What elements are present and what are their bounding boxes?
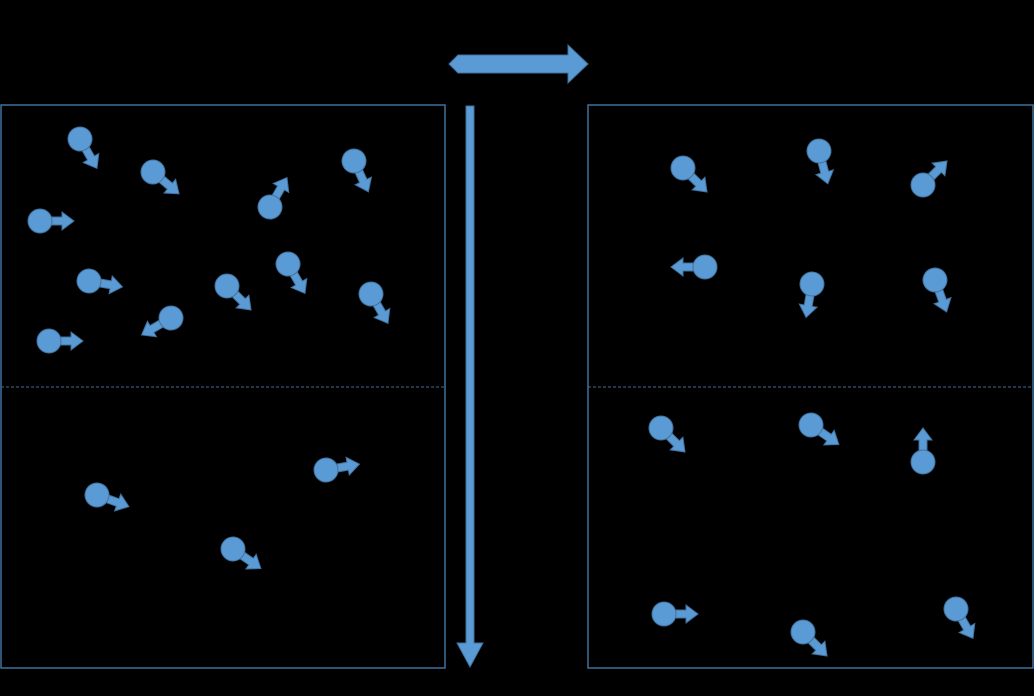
left-particles-group: [27, 126, 391, 570]
left-box-particle: [27, 208, 75, 234]
left-box-particle: [275, 251, 308, 295]
right-box-particle: [943, 596, 976, 640]
particle-icon: [798, 412, 824, 438]
left-box-particle: [67, 126, 100, 170]
left-box-particle: [140, 159, 180, 195]
vertical-down-arrow-icon: [456, 105, 484, 669]
horizontal-right-arrow-icon: [448, 43, 589, 85]
particle-icon: [275, 251, 301, 277]
left-box-particle: [313, 456, 361, 483]
right-box-particle: [651, 601, 699, 627]
particle-icon: [651, 601, 677, 627]
particle-icon: [158, 305, 184, 331]
particle-icon: [76, 268, 102, 294]
right-particles-group: [648, 138, 976, 657]
particle-icon: [692, 254, 718, 280]
particle-icon: [670, 155, 696, 181]
right-box-particle: [806, 138, 835, 185]
particle-icon: [257, 194, 283, 220]
right-box-particle: [798, 271, 825, 319]
particle-icon: [36, 328, 62, 354]
particle-icon: [910, 449, 936, 475]
particle-icon: [27, 208, 53, 234]
right-box-particle: [790, 619, 828, 657]
particle-icon: [214, 273, 240, 299]
particle-icon: [84, 482, 110, 508]
particle-icon: [358, 281, 384, 307]
right-box-particle: [798, 412, 840, 446]
particle-icon: [799, 271, 825, 297]
particle-icon: [67, 126, 93, 152]
right-box-particle: [648, 415, 686, 453]
left-box-particle: [341, 148, 373, 193]
left-box-particle: [220, 536, 262, 570]
right-box-particle: [922, 267, 952, 313]
right-box-particle: [670, 254, 718, 280]
left-box-particle: [36, 328, 84, 354]
right-box-particle: [910, 160, 948, 198]
left-box-particle: [84, 482, 130, 512]
left-box-particle: [140, 305, 184, 338]
left-box-particle: [76, 268, 124, 295]
right-box-particle: [910, 427, 936, 475]
particle-icon: [910, 172, 936, 198]
left-box-particle: [257, 176, 290, 220]
particle-icon: [341, 148, 367, 174]
particle-icon: [790, 619, 816, 645]
particle-icon: [943, 596, 969, 622]
left-box-particle: [358, 281, 391, 325]
particle-icon: [922, 267, 948, 293]
right-box-particle: [670, 155, 708, 193]
left-box-particle: [214, 273, 252, 311]
particle-icon: [806, 138, 832, 164]
particle-icon: [140, 159, 166, 185]
particle-icon: [648, 415, 674, 441]
particle-icon: [220, 536, 246, 562]
particle-icon: [313, 457, 339, 483]
